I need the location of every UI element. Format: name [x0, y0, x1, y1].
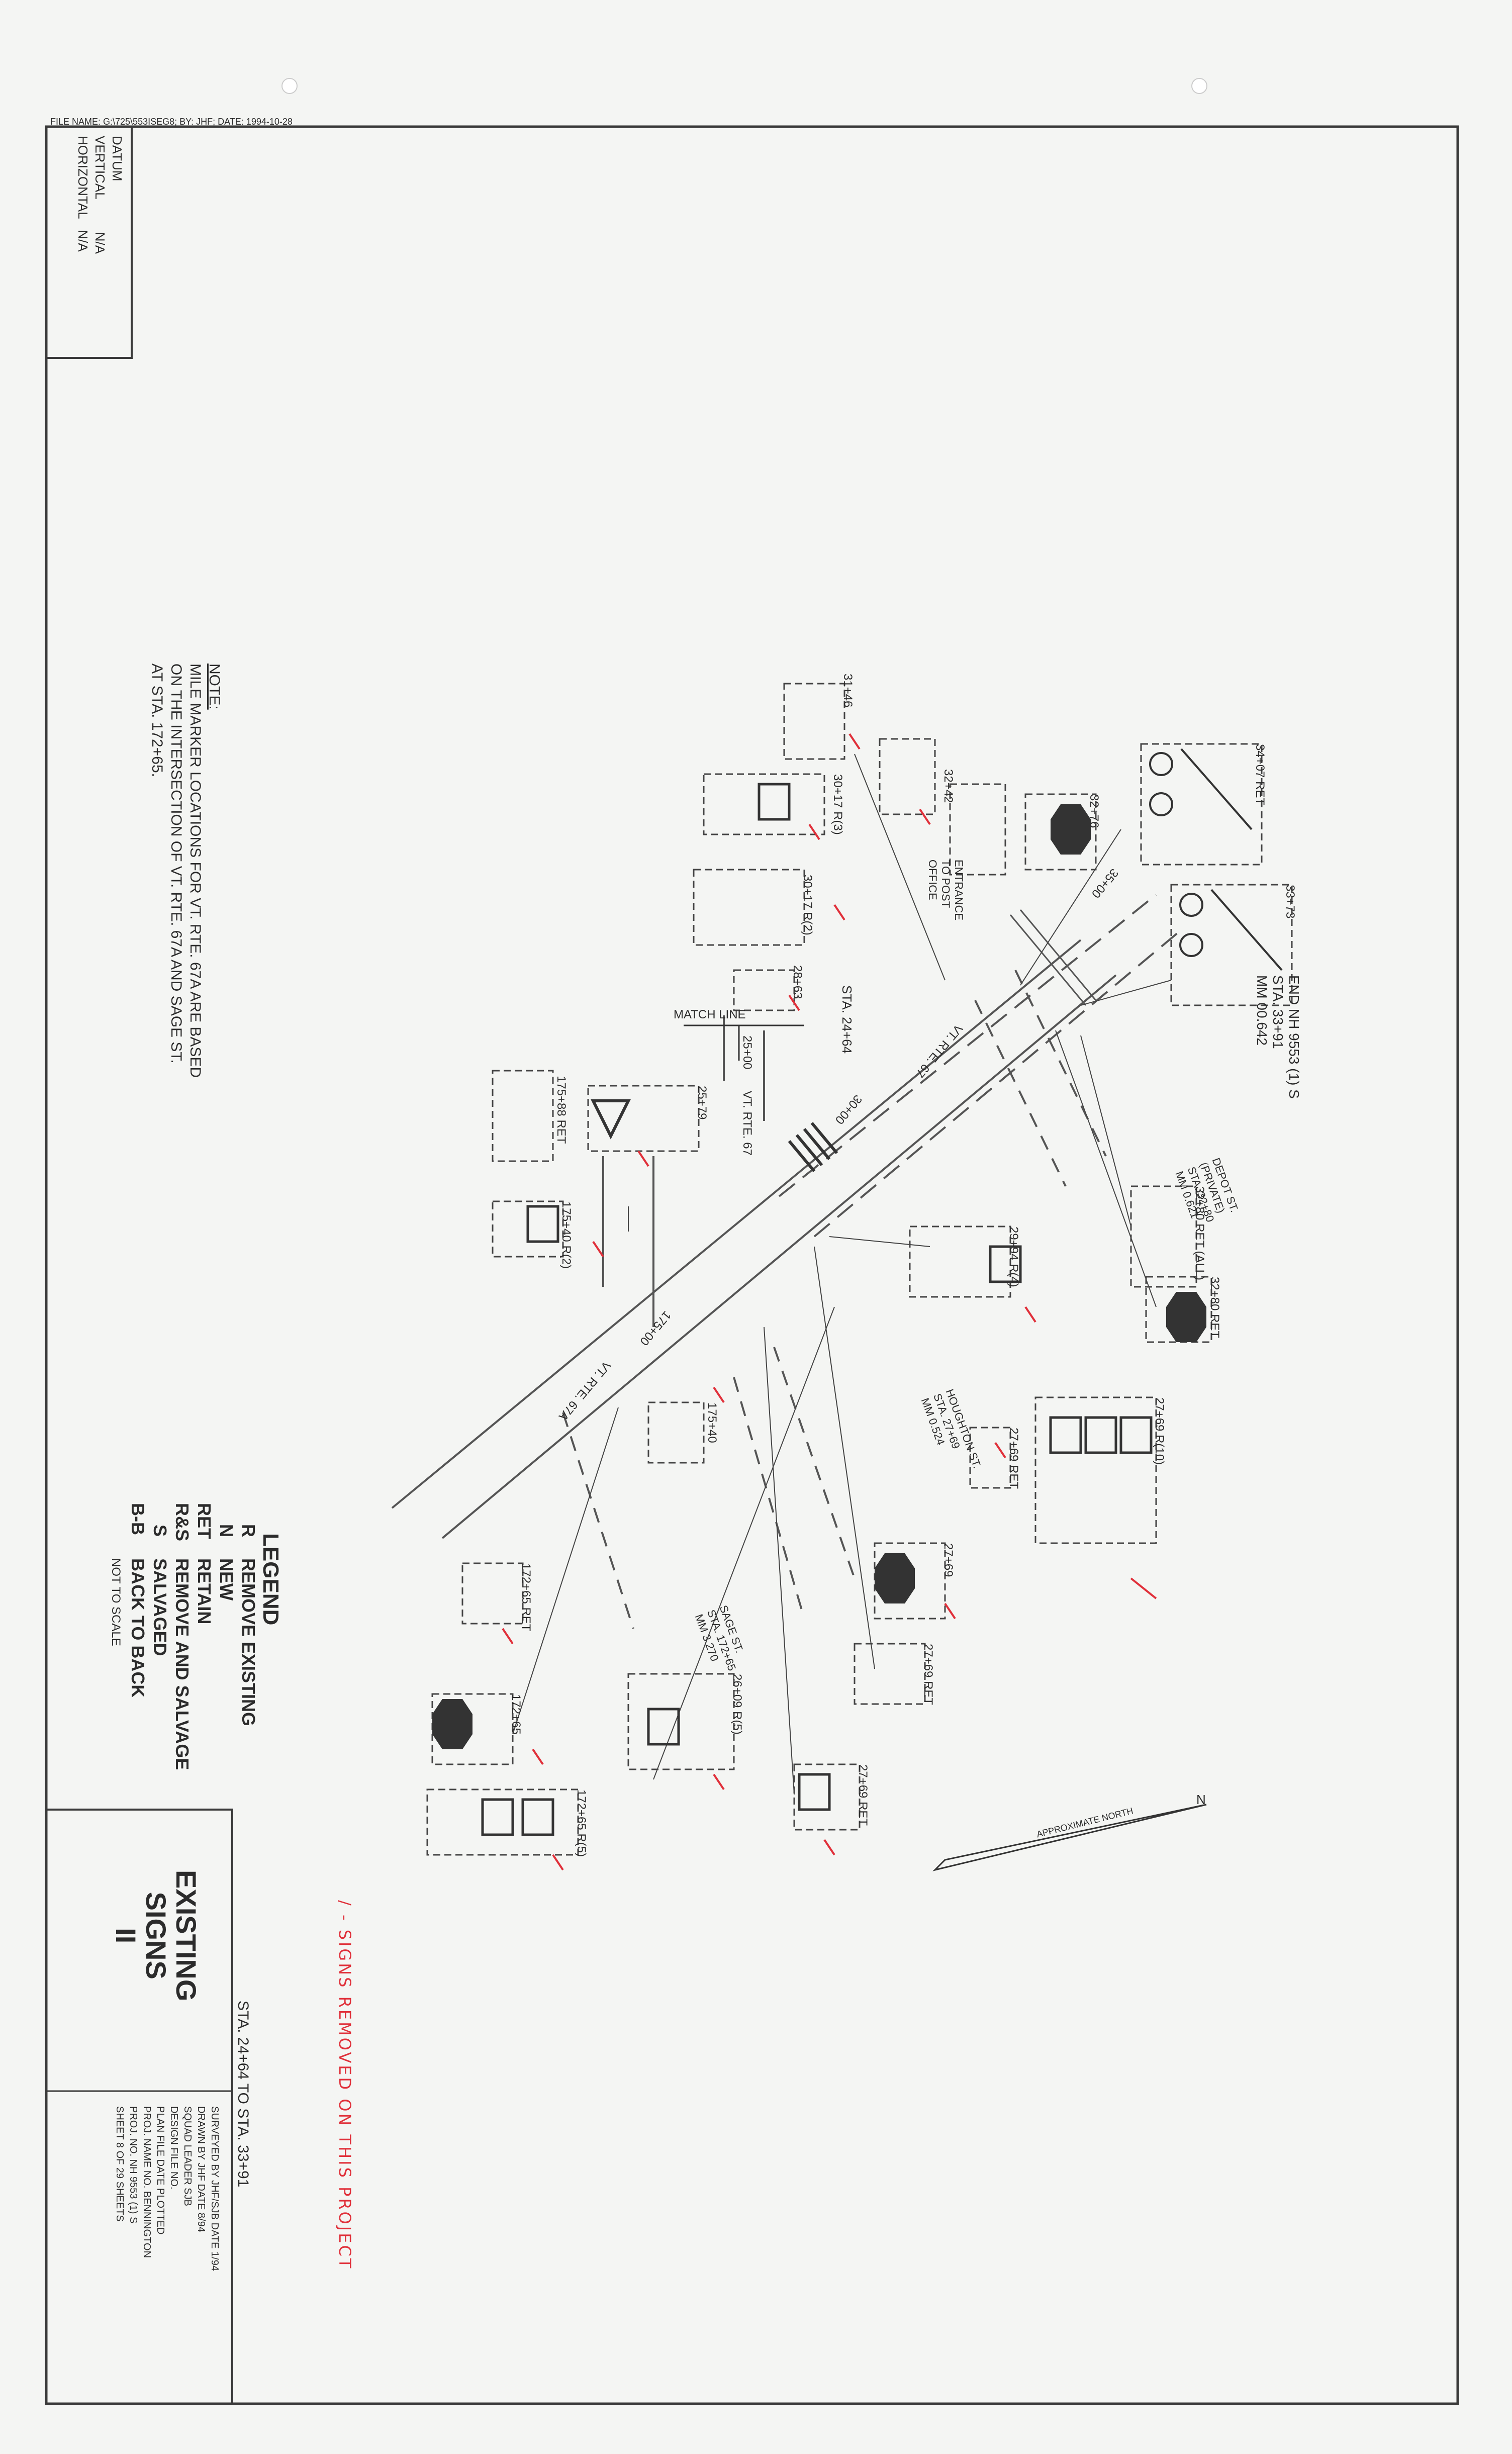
callout: 28+63 [791, 965, 804, 999]
legend-title: LEGEND [258, 1533, 283, 1626]
stop-sign-icon [1166, 1292, 1206, 1342]
callout: 32+80 RET (ALL) [1193, 1186, 1206, 1280]
callout: 29+94 R(4) [1007, 1226, 1020, 1287]
title-block-fields: SURVEYED BY JHF/SJB DATE 1/94 DRAWN BY J… [114, 2106, 220, 2271]
callout: 172+65 [509, 1694, 523, 1735]
callout: 27+69 RET [856, 1764, 870, 1826]
callout: 172+65 R(5) [575, 1789, 588, 1857]
title-block-heading: EXISTING SIGNS II [110, 1870, 202, 2002]
road-label: STA. 24+64 [839, 985, 855, 1054]
sheet-border [45, 125, 1459, 2405]
callout: 32+80 RET [1208, 1277, 1221, 1339]
callout: 27+69 [941, 1543, 955, 1577]
street-label: ENTRANCE TO POST OFFICE [926, 860, 965, 921]
legend: LEGEND RREMOVE EXISTING NNEW RETRETAIN R… [105, 1503, 283, 1770]
callout: 30+17 R(3) [831, 774, 844, 835]
callout: 27+69 RET [1007, 1428, 1020, 1489]
callout: 30+17 R(2) [801, 875, 814, 935]
yield-sign-icon [591, 1099, 631, 1140]
sheet-title: II [110, 1928, 142, 1944]
callout: 26+09 R(5) [730, 1674, 744, 1735]
note-title: NOTE: [206, 664, 223, 710]
route-shields [481, 783, 1153, 1836]
callout: 175+40 [705, 1402, 719, 1443]
punch-hole [1191, 78, 1207, 94]
callout: 175+40 R(2) [559, 1201, 573, 1269]
callout: 25+79 [695, 1086, 709, 1120]
stop-sign-icon [875, 1553, 915, 1603]
sheet-title: SIGNS [140, 1892, 172, 1979]
end-project-label: END NH 9553 (1) S STA. 33+91 MM 00.642 [1254, 975, 1302, 1099]
callout: 32+76 [1087, 794, 1101, 828]
leader-lines [512, 753, 1172, 1795]
datum-horizontal: HORIZONTAL N/A [75, 136, 90, 252]
note-line: MILE MARKER LOCATIONS FOR VT. RTE. 67A A… [187, 664, 204, 1078]
stop-signs [432, 804, 1206, 1749]
handwritten-note: / - SIGNS REMOVED ON THIS PROJECT [335, 1900, 354, 2271]
road-label: VT. RTE. 67 [740, 1091, 754, 1156]
legend-item: R&SREMOVE AND SALVAGE [172, 1503, 193, 1770]
callout: 32+42 [941, 769, 955, 803]
note-block: NOTE: MILE MARKER LOCATIONS FOR VT. RTE.… [147, 664, 224, 1078]
crosswalk [788, 1122, 838, 1172]
north-arrow-icon [932, 1804, 1207, 1871]
callout: 27+69 R(10) [1153, 1397, 1166, 1465]
road-label: MATCH LINE [674, 1008, 746, 1021]
callout: 27+69 RET [921, 1644, 935, 1706]
north-letter: N [1196, 1792, 1206, 1807]
callout: 172+65 RET [519, 1563, 533, 1632]
sheet-title: EXISTING [170, 1870, 202, 2002]
legend-item: NNEW [216, 1524, 237, 1600]
roads [391, 894, 1182, 1629]
datum-title: DATUM [110, 136, 125, 181]
file-name: FILE NAME: G:\725\553ISEG8; BY: JHF; DAT… [50, 117, 293, 127]
datum-vertical: VERTICAL N/A [92, 136, 108, 254]
legend-item: B-BBACK TO BACK [128, 1503, 148, 1698]
punch-hole [281, 78, 298, 94]
legend-item: SSALVAGED [150, 1524, 170, 1656]
legend-scale: NOT TO SCALE [109, 1558, 123, 1646]
legend-item: RREMOVE EXISTING [238, 1524, 259, 1727]
callout: 31+46 [841, 674, 855, 708]
callout: 33+73 [1283, 885, 1297, 919]
datum-block: DATUM VERTICAL N/A HORIZONTAL N/A [74, 136, 126, 254]
legend-item: RETRETAIN [194, 1503, 215, 1625]
callout: 34+07 RET [1253, 744, 1267, 806]
note-line: ON THE INTERSECTION OF VT. RTE. 67A AND … [168, 664, 184, 1064]
callout: 175+88 RET [554, 1076, 568, 1144]
road-label: 25+00 [740, 1035, 754, 1070]
stop-sign-icon [1051, 804, 1091, 855]
sign-boxes [426, 683, 1293, 1856]
station-range: STA. 24+64 TO STA. 33+91 [235, 2001, 251, 2188]
stop-sign-icon [432, 1699, 472, 1749]
datum-box [45, 126, 133, 359]
rr-crossing-signs [1149, 748, 1283, 971]
note-line: AT STA. 172+65. [149, 664, 165, 777]
railroad [1009, 909, 1097, 1006]
removed-marks [502, 733, 1157, 1871]
